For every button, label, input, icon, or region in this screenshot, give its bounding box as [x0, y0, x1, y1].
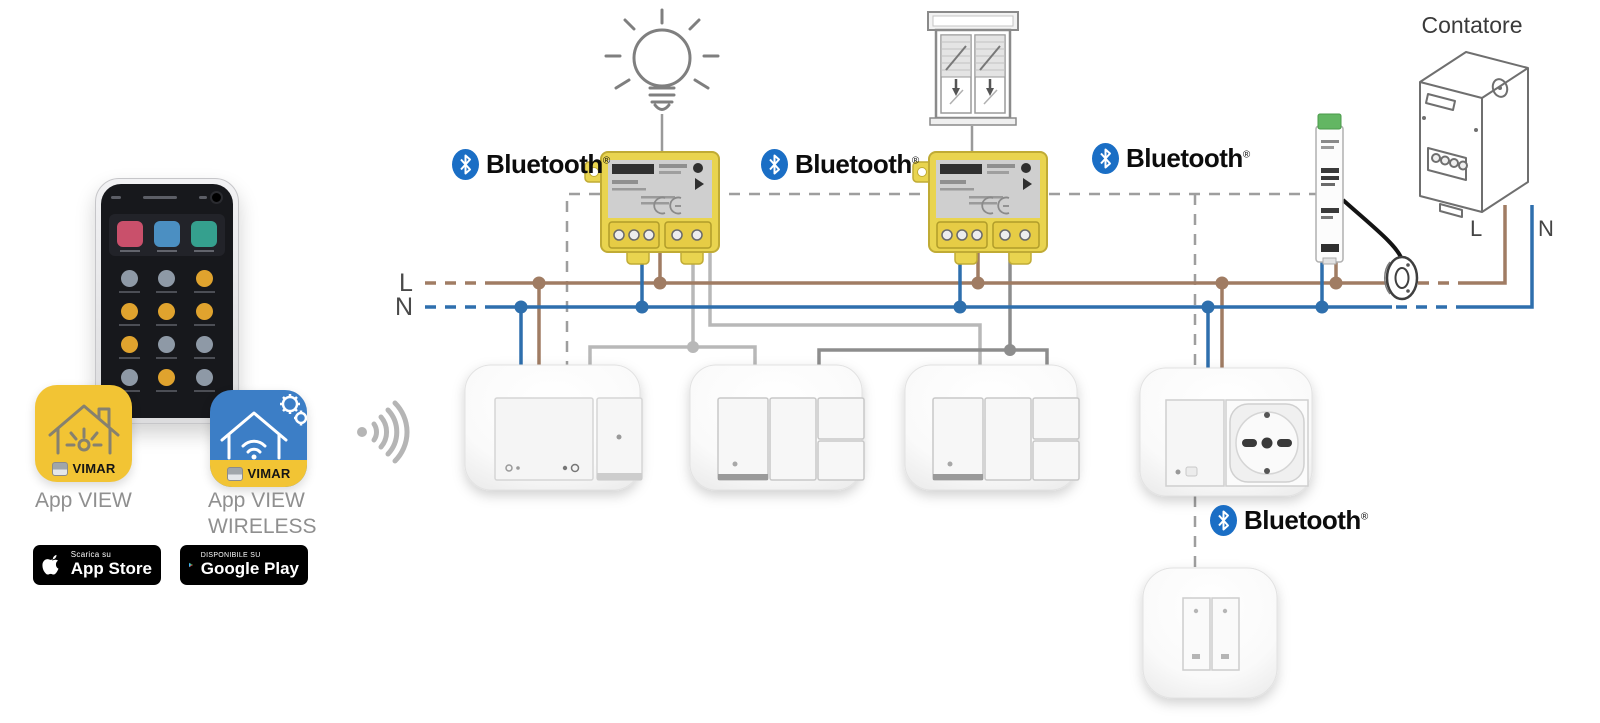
wireless-signal-icon: [357, 400, 410, 464]
switch-plate-1: [464, 364, 643, 491]
phone-scene-tiles: [109, 214, 225, 256]
relay-module-2: [912, 151, 1048, 265]
badge-tagline: Scarica su: [70, 550, 112, 560]
vimar-logo-icon: [51, 461, 68, 476]
badge-tagline: DISPONIBILE SU: [200, 551, 261, 559]
bluetooth-icon: [1092, 143, 1119, 174]
phone-camera-icon: [210, 191, 223, 204]
control-wires-dark: [817, 252, 1049, 372]
badge-store-name: App Store: [70, 559, 152, 579]
app-view-wireless-label: App VIEW WIRELESS: [208, 489, 317, 539]
wireless-switch-plate: [1142, 567, 1278, 699]
phone-screen: [101, 184, 233, 418]
app-view-label: App VIEW: [35, 489, 132, 512]
bluetooth-label-1: Bluetooth®: [452, 149, 610, 180]
junction-dots-blue: [514, 300, 1329, 314]
bluetooth-icon: [761, 149, 788, 180]
junction-dot: [687, 341, 699, 353]
meter-neutral-label: N: [1538, 216, 1554, 241]
app-store-badge[interactable]: Scarica su App Store: [33, 545, 161, 585]
switch-plate-2: [690, 365, 864, 490]
light-bulb-icon: [604, 8, 720, 111]
phone-app-grid: [111, 270, 223, 392]
vimar-brand-band: VIMAR: [210, 460, 307, 487]
vimar-brand-band: VIMAR: [35, 455, 132, 482]
bluetooth-icon: [452, 149, 479, 180]
meter-drawing: [1419, 51, 1529, 218]
junction-dots-brown: [532, 276, 1343, 290]
current-clamp-icon: [1383, 255, 1419, 301]
vimar-logo-icon: [226, 466, 243, 481]
bluetooth-label-2: Bluetooth®: [761, 149, 919, 180]
bluetooth-icon: [1210, 505, 1237, 536]
google-play-logo-icon: [189, 562, 193, 568]
house-wifi-gears-icon: [220, 394, 307, 460]
switch-plate-3: [905, 365, 1079, 490]
junction-dot: [1004, 344, 1016, 356]
google-play-badge[interactable]: DISPONIBILE SU Google Play: [180, 545, 308, 585]
meter-title: Contatore: [1421, 12, 1523, 38]
phone-status-bar: [111, 196, 207, 199]
window-shutter-icon: [927, 11, 1019, 126]
vimar-brand-text: VIMAR: [247, 466, 291, 481]
bluetooth-label-3: Bluetooth®: [1092, 143, 1250, 174]
bulb-wire: [660, 114, 974, 154]
bluetooth-label-4: Bluetooth®: [1210, 505, 1368, 536]
house-touch-icon: [48, 404, 120, 455]
app-view-icon: VIMAR: [35, 385, 132, 482]
smartphone: [95, 178, 239, 424]
vimar-brand-text: VIMAR: [72, 461, 116, 476]
badge-store-name: Google Play: [200, 558, 299, 578]
bus-neutral-label: N: [395, 293, 414, 321]
din-rail-device: [1315, 113, 1404, 265]
socket-plate: [1139, 367, 1313, 497]
meter-line-label: L: [1470, 216, 1483, 241]
apple-logo-icon: [42, 554, 59, 575]
app-view-wireless-icon: VIMAR: [210, 390, 307, 487]
control-wires-light: [588, 252, 982, 372]
bus-line-label: L: [399, 269, 413, 297]
